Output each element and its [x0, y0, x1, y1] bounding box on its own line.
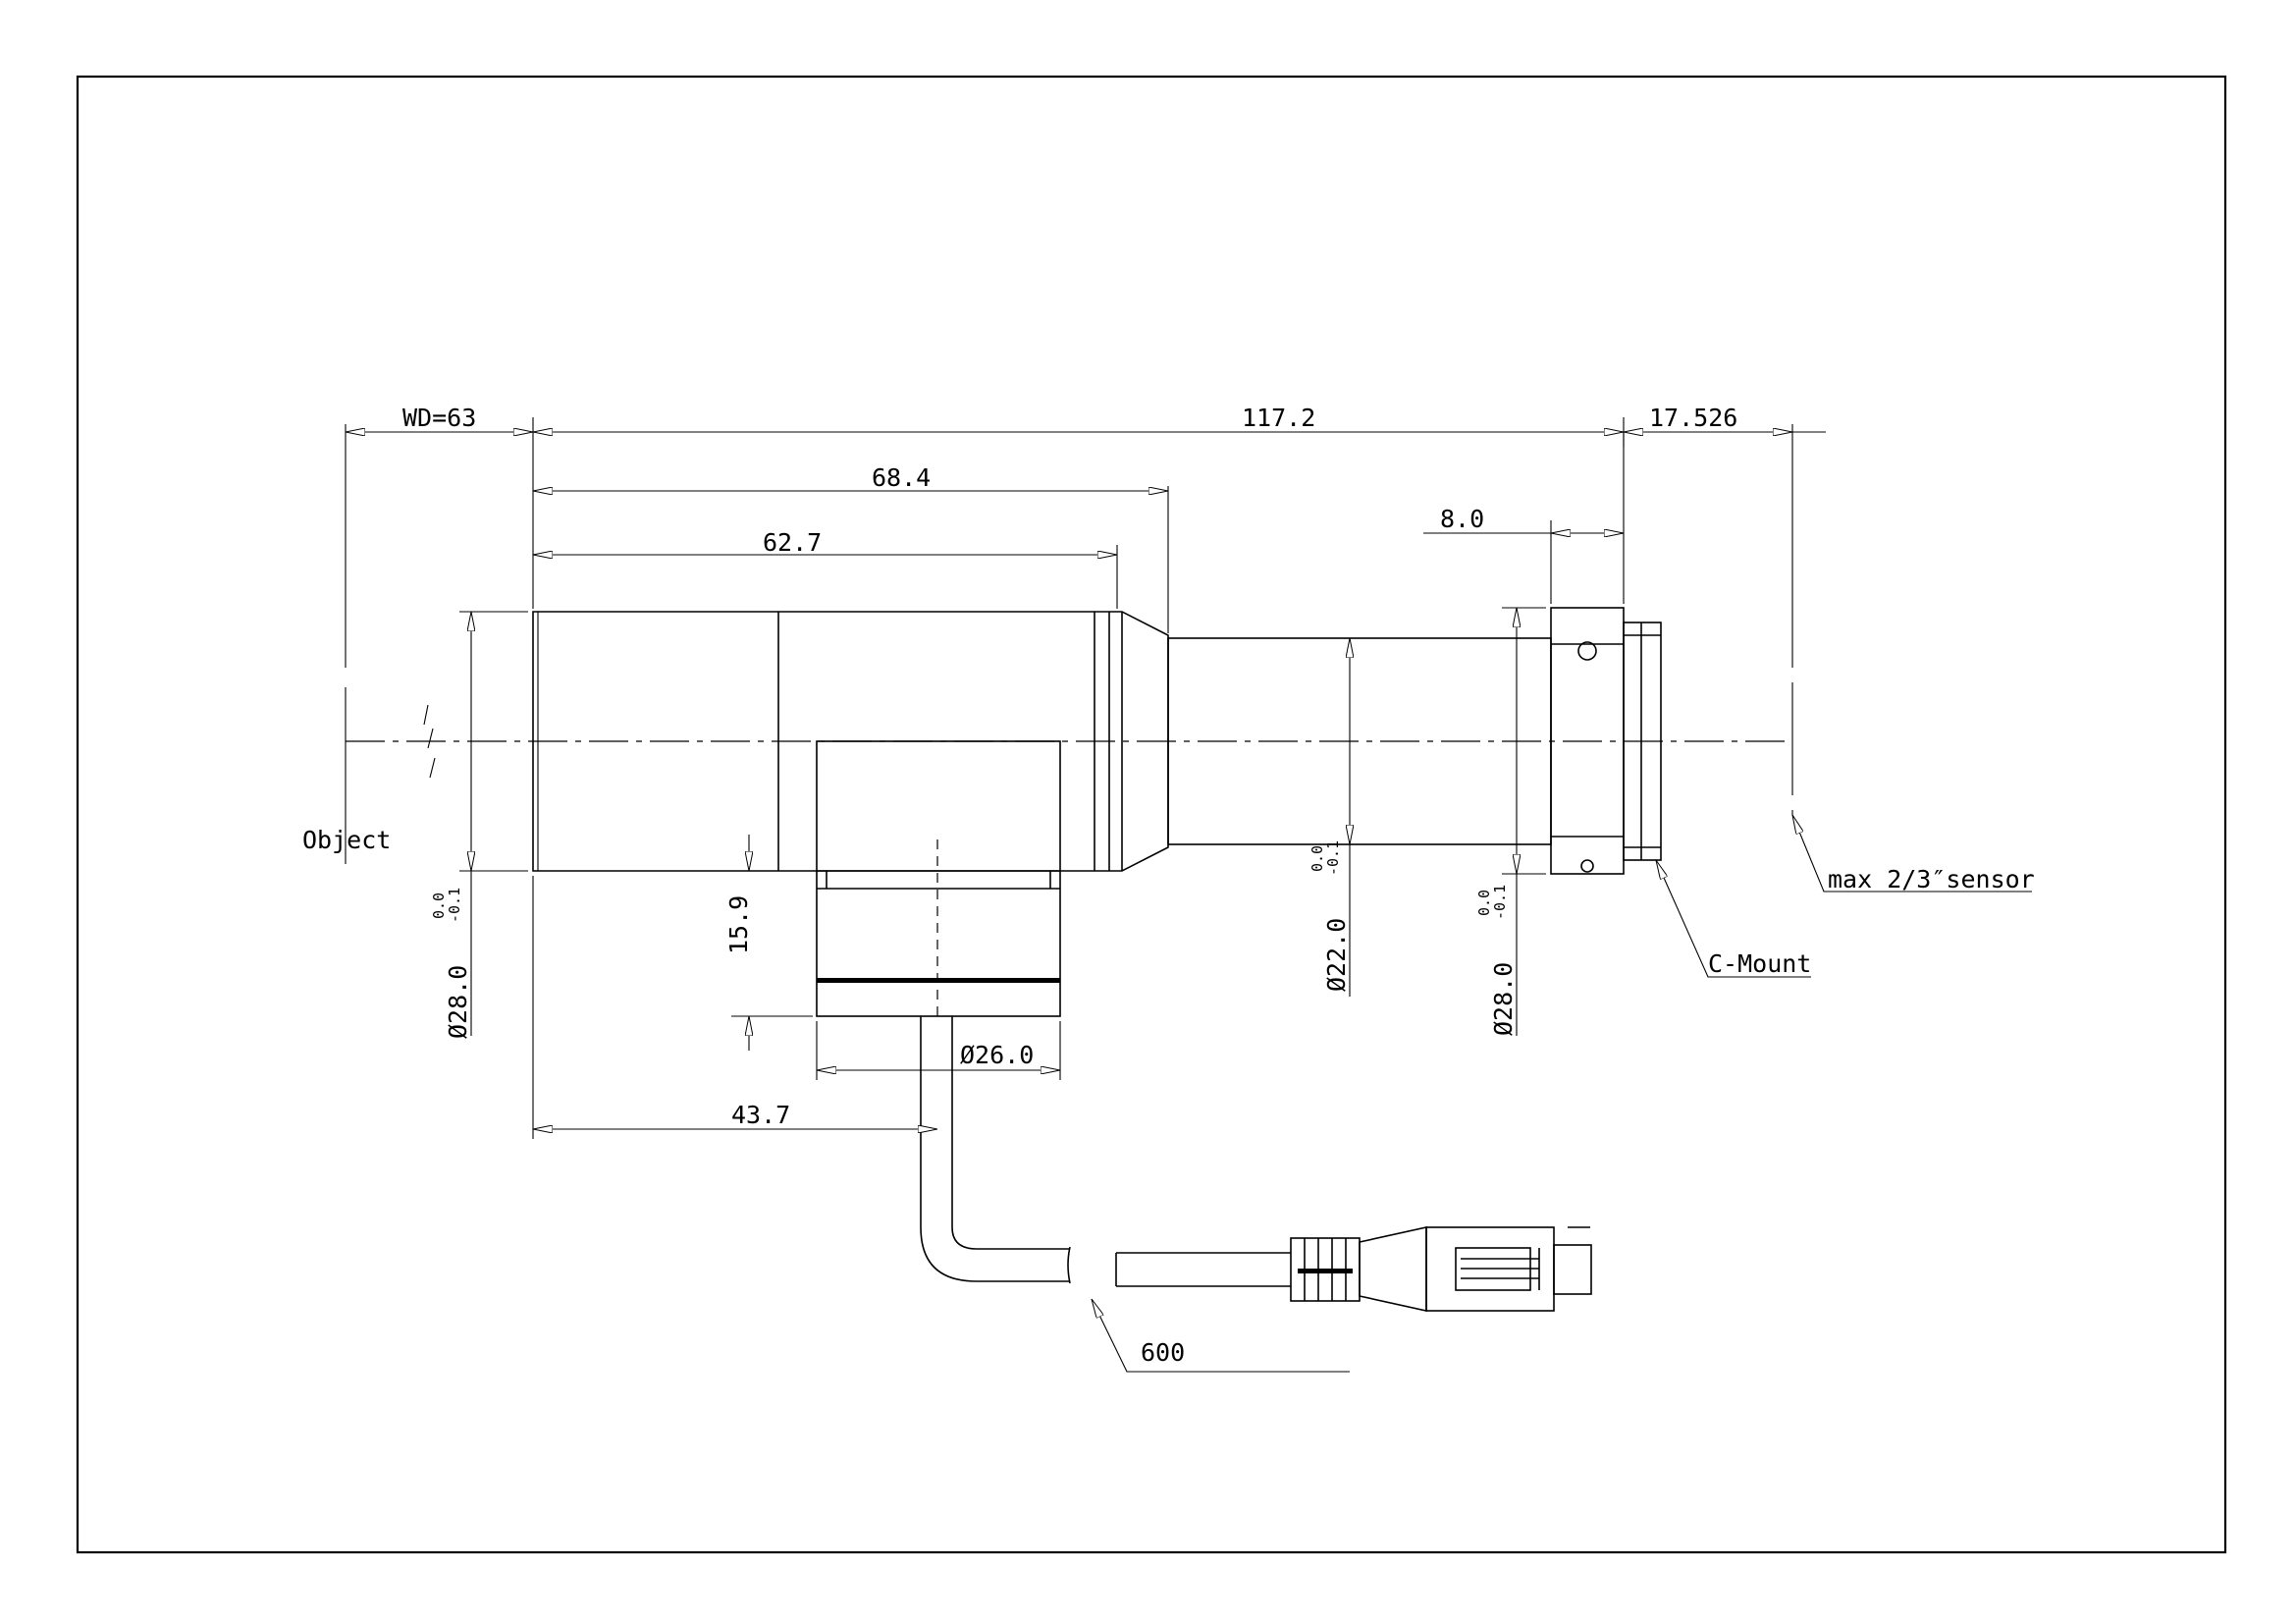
length-8-dimension: 8.0 — [1440, 505, 1484, 533]
leader-lines — [1091, 815, 2032, 1373]
dimension-lines — [346, 432, 1826, 1129]
flange-back-dimension: 17.526 — [1649, 404, 1737, 432]
length-62-dimension: 62.7 — [763, 528, 822, 557]
svg-text:0.0: 0.0 — [1475, 890, 1493, 916]
sensor-label: max 2/3″sensor — [1828, 865, 2035, 893]
svg-text:Ø22.0: Ø22.0 — [1322, 918, 1351, 992]
front-barrel — [532, 611, 1169, 872]
port-diameter-dimension: Ø26.0 — [960, 1041, 1034, 1069]
svg-text:-0.1: -0.1 — [1491, 885, 1509, 920]
side-illumination-port — [816, 740, 1061, 1017]
svg-text:-0.1: -0.1 — [1324, 840, 1342, 876]
c-mount-thread — [1623, 622, 1662, 861]
drawing-frame — [76, 75, 2227, 1554]
svg-text:0.0: 0.0 — [430, 893, 448, 919]
length-68-dimension: 68.4 — [872, 463, 931, 492]
svg-text:-0.1: -0.1 — [446, 888, 463, 923]
port-position-dimension: 43.7 — [731, 1101, 790, 1129]
overall-length-dimension: 117.2 — [1242, 404, 1315, 432]
light-cable — [920, 1016, 1291, 1287]
object-label: Object — [302, 826, 391, 854]
cable-length-label: 600 — [1141, 1338, 1185, 1367]
tube-diameter-dimension: Ø22.0 0.0 -0.1 — [1308, 840, 1351, 992]
svg-text:Ø28.0: Ø28.0 — [444, 965, 472, 1039]
port-height-dimension: 15.9 — [724, 895, 753, 954]
svg-text:Ø28.0: Ø28.0 — [1489, 962, 1518, 1036]
c-mount-label: C-Mount — [1708, 949, 1811, 978]
wd-dimension: WD=63 — [402, 404, 476, 432]
rear-diameter-dimension: Ø28.0 0.0 -0.1 — [1475, 885, 1518, 1036]
object-plane — [345, 424, 436, 864]
front-diameter-dimension: Ø28.0 0.0 -0.1 — [430, 888, 472, 1039]
svg-text:0.0: 0.0 — [1308, 845, 1326, 872]
cable-connector — [1290, 1226, 1592, 1312]
